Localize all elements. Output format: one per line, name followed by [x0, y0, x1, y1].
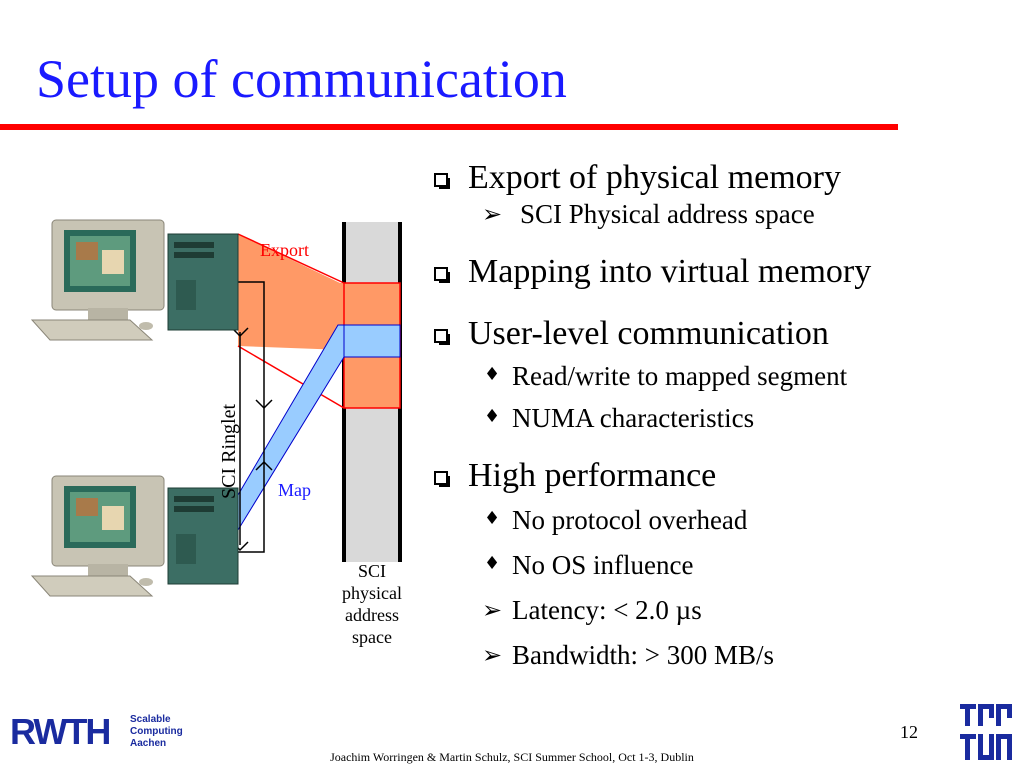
sub-bullet: ♦ No OS influence [430, 549, 1020, 581]
rwth-sub-line: Scalable [130, 714, 171, 725]
sub-bullet-text: Read/write to mapped segment [512, 361, 848, 391]
sub-bullet-text: No OS influence [512, 550, 694, 580]
ring-arrow-up-icon [255, 460, 273, 471]
bullet-text: High performance [468, 457, 717, 494]
sub-bullet: ➢ Latency: < 2.0 µs [430, 594, 1020, 626]
slide-title: Setup of communication [36, 49, 567, 109]
mapped-segment [343, 324, 401, 358]
arrow-bullet-icon: ➢ [482, 641, 503, 669]
rwth-sub-line: Aachen [130, 738, 167, 749]
address-space-label: SCI physical address space [322, 560, 422, 648]
bullet-text: Export of physical memory [468, 159, 841, 196]
ringlet-bracket [238, 281, 265, 553]
bullet-text: User-level communication [468, 315, 829, 352]
bullet-mapping: Mapping into virtual memory [430, 252, 1020, 292]
rwth-logo: RWTH Scalable Computing Aachen [10, 711, 183, 752]
sub-bullet: ♦ NUMA characteristics [430, 402, 1020, 434]
diamond-bullet-icon: ♦ [484, 364, 501, 385]
rwth-logo-text: RWTH [10, 711, 111, 752]
diagram-svg [30, 219, 402, 597]
sub-bullet: ♦ Read/write to mapped segment [430, 360, 1020, 392]
checkbox-bullet-icon [434, 173, 450, 189]
ring-arrow-top-icon [231, 327, 249, 338]
sub-bullet-text: No protocol overhead [512, 505, 748, 535]
sub-bullet: ➢ Bandwidth: > 300 MB/s [430, 639, 1020, 671]
bullet-export: Export of physical memory [430, 158, 1020, 198]
diamond-bullet-icon: ♦ [484, 553, 501, 574]
sub-bullet-text: NUMA characteristics [512, 403, 755, 433]
title-underline [0, 124, 898, 130]
rwth-sub-line: Computing [130, 726, 183, 737]
bullet-high-performance: High performance [430, 456, 1020, 496]
tum-logo-icon [960, 704, 1012, 760]
checkbox-bullet-icon [434, 329, 450, 345]
bullet-list: Export of physical memory ➢ SCI Physical … [430, 158, 1020, 671]
arrow-bullet-icon: ➢ [482, 200, 503, 228]
ring-arrow-right-icon [255, 399, 273, 410]
footer-credit: Joachim Worringen & Martin Schulz, SCI S… [330, 750, 694, 764]
ringlet-label: SCI Ringlet [218, 403, 241, 500]
export-funnel-bottom-edge [237, 345, 345, 409]
address-space-label-line-4: space [352, 627, 392, 647]
arrow-bullet-icon: ➢ [482, 596, 503, 624]
communication-diagram: Export Map SCI Ringlet SCI physical addr… [0, 150, 430, 670]
computer-bottom-icon [30, 475, 239, 597]
computer-top-icon [30, 219, 239, 341]
sub-bullet-text: Bandwidth: > 300 MB/s [512, 640, 774, 670]
rwth-logo-subtext: Scalable Computing Aachen [130, 714, 183, 750]
diamond-bullet-icon: ♦ [484, 508, 501, 529]
diamond-bullet-icon: ♦ [484, 406, 501, 427]
address-space-label-line-2: physical [342, 583, 402, 603]
sub-bullet: ♦ No protocol overhead [430, 504, 1020, 536]
export-funnel-top-edge [237, 233, 345, 284]
sub-bullet-text: SCI Physical address space [520, 199, 815, 229]
export-label: Export [260, 240, 309, 260]
checkbox-bullet-icon [434, 267, 450, 283]
map-label: Map [278, 480, 311, 500]
checkbox-bullet-icon [434, 471, 450, 487]
sub-bullet: ➢ SCI Physical address space [430, 198, 1020, 230]
address-space-label-line-1: SCI [357, 561, 386, 581]
page-number: 12 [900, 722, 918, 742]
address-space-label-line-3: address [345, 605, 399, 625]
sub-bullet-text: Latency: < 2.0 µs [512, 595, 702, 625]
bullet-text: Mapping into virtual memory [468, 253, 872, 290]
bullet-user-level: User-level communication [430, 314, 1020, 354]
